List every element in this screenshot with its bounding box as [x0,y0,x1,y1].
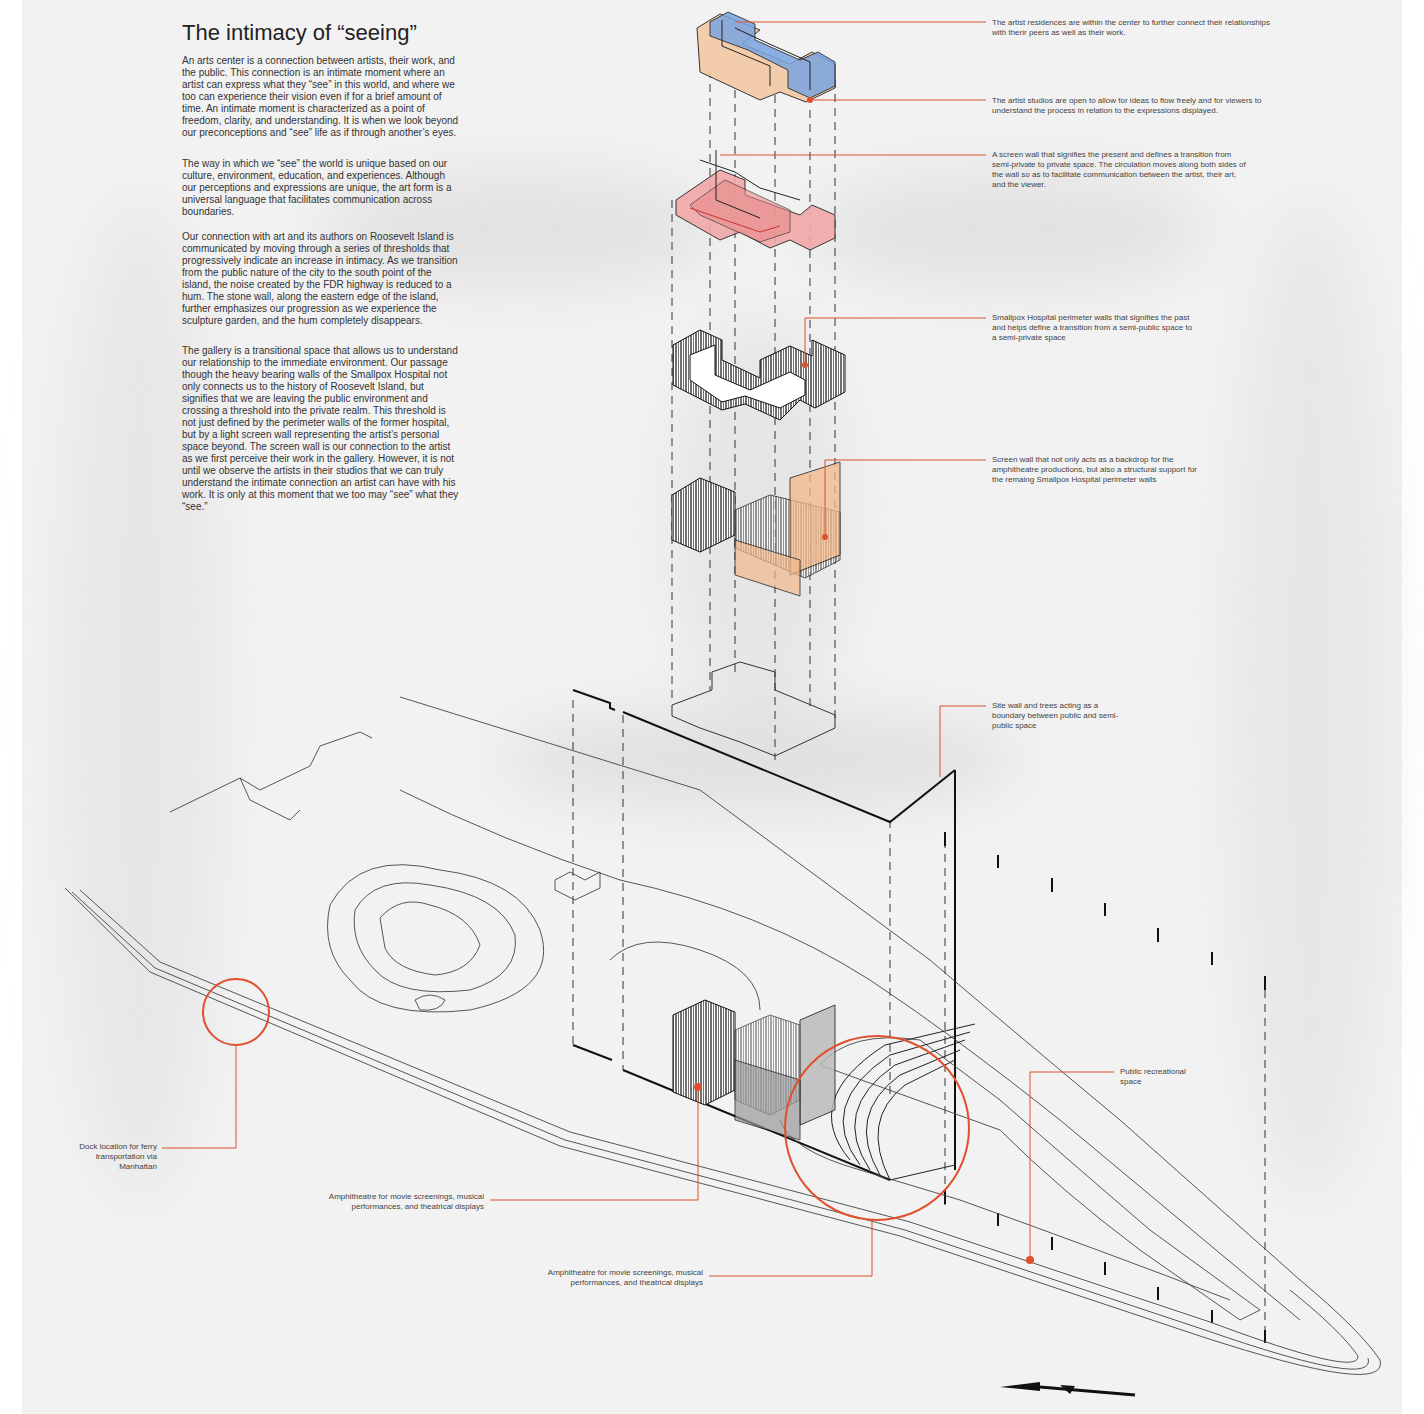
body-paragraph: Our connection with art and its authors … [182,231,460,327]
callout-note: Site wall and trees acting as a boundary… [992,701,1127,731]
residence-layer [697,12,835,102]
callout-note: A screen wall that signifies the present… [992,150,1247,190]
callout-note: Amphitheatre for movie screenings, music… [319,1192,484,1212]
poster-title: The intimacy of “seeing” [182,20,417,46]
body-paragraph: The way in which we “see” the world is u… [182,158,460,218]
callout-note: Dock location for ferry transportation v… [77,1142,157,1172]
body-paragraph: The gallery is a transitional space that… [182,345,460,513]
background-face [60,170,1390,1200]
callout-note: The artist studios are open to allow for… [992,96,1282,116]
body-paragraph: An arts center is a connection between a… [182,55,460,139]
site-wall [573,690,955,1180]
callout-note: Screen wall that not only acts as a back… [992,455,1202,485]
north-arrow [1000,1382,1135,1395]
leader-dots [694,97,1034,1264]
highlight-circle [203,979,969,1220]
hospital-wall-layer [673,330,845,420]
studio-layer [676,150,835,250]
amphitheatre [831,1024,975,1180]
site-building [673,1000,835,1140]
callout-note: Public recreational space [1120,1067,1195,1087]
tree-marks [945,832,1265,1343]
leader-lines [162,22,1114,1276]
callout-note: Smallpox Hospital perimeter walls that s… [992,313,1197,343]
island-map [65,697,1381,1374]
projection-lines [573,70,1265,1340]
callout-note: The artist residences are within the cen… [992,18,1282,38]
callout-note: Amphitheatre for movie screenings, music… [538,1268,703,1288]
screen-wall-layer [672,462,840,596]
